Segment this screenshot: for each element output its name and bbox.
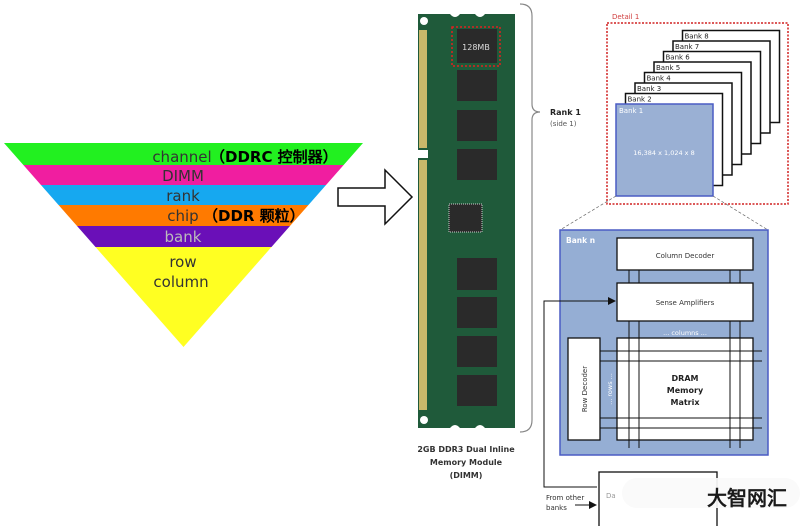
level-channel: channel (152, 148, 211, 166)
sense-amplifiers (616, 282, 754, 322)
pyramid-labels: channel （DDRC 控制器） DIMM rank chip （DDR 颗… (152, 148, 337, 291)
right-arrow-icon (337, 168, 414, 226)
memory-chip (457, 258, 497, 290)
level-bank: bank (165, 228, 202, 246)
rank-brace (519, 3, 541, 433)
controller-chip (448, 203, 483, 233)
level-chip-note: （DDR 颗粒） (203, 207, 305, 225)
level-chip: chip (167, 207, 198, 225)
memory-chip (457, 70, 497, 101)
bank-n-title: Bank n (566, 236, 595, 245)
level-dimm: DIMM (162, 167, 204, 185)
level-rank: rank (166, 187, 200, 205)
rank-sublabel: (side 1) (550, 120, 577, 128)
pyramid-band-rank (40, 185, 327, 205)
memory-chip (457, 375, 497, 406)
matrix-label-1: DRAM (672, 374, 699, 383)
matrix-label-3: Matrix (670, 398, 700, 407)
bank-8-label: Bank 8 (685, 33, 709, 41)
dimm-caption-3: (DIMM) (450, 471, 483, 480)
dimm-caption-1: 2GB DDR3 Dual Inline (417, 445, 515, 454)
watermark-backdrop (622, 478, 800, 508)
pyramid-band-channel (4, 143, 363, 165)
bank-3-label: Bank 3 (637, 85, 661, 93)
watermark: 大智网汇 (707, 486, 787, 510)
memory-chip (457, 336, 497, 367)
pyramid-band-chip (58, 205, 309, 226)
bank-5-label: Bank 5 (656, 64, 680, 72)
level-channel-note: （DDRC 控制器） (210, 148, 338, 166)
pyramid-band-dimm (23, 165, 344, 185)
columns-label: ... columns ... (663, 329, 707, 337)
from-other-banks-2: banks (546, 504, 567, 512)
bank-7-label: Bank 7 (675, 43, 699, 51)
dimm-module: 128MB (418, 14, 515, 428)
bank-1-label: Bank 1 (619, 107, 643, 115)
detail-title: Detail 1 (612, 13, 639, 21)
bank-6-label: Bank 6 (666, 54, 691, 62)
memory-chip (457, 110, 497, 141)
hierarchy-pyramid (4, 143, 363, 347)
memory-chip (457, 297, 497, 328)
dimm-caption-2: Memory Module (430, 458, 503, 467)
matrix-label-2: Memory (667, 386, 704, 395)
memory-chip (457, 149, 497, 180)
rank-label: Rank 1 (550, 108, 581, 117)
bank-2-label: Bank 2 (628, 96, 652, 104)
column-decoder (616, 237, 754, 271)
bank-4-label: Bank 4 (647, 75, 672, 83)
from-other-banks-1: From other (546, 494, 584, 502)
detail-box (606, 22, 789, 205)
chip-size-label: 128MB (462, 43, 490, 52)
bank-1-box (615, 103, 714, 197)
column-decoder-label: Column Decoder (656, 252, 715, 260)
row-decoder-label: Row Decoder (581, 366, 589, 412)
data-path-arrow (543, 297, 616, 488)
row-decoder (567, 337, 601, 441)
sense-amplifiers-label: Sense Amplifiers (656, 299, 715, 307)
selected-chip-highlight (451, 26, 501, 67)
level-row: row (169, 253, 196, 271)
level-column: column (153, 273, 208, 291)
pyramid-band-bank (77, 226, 290, 247)
rows-label: ... rows ... (606, 373, 614, 405)
data-box-label: Da (606, 492, 616, 500)
bank-1-size: 16,384 x 1,024 x 8 (633, 149, 694, 157)
memory-chip (457, 29, 497, 63)
pyramid-band-row (95, 247, 272, 347)
